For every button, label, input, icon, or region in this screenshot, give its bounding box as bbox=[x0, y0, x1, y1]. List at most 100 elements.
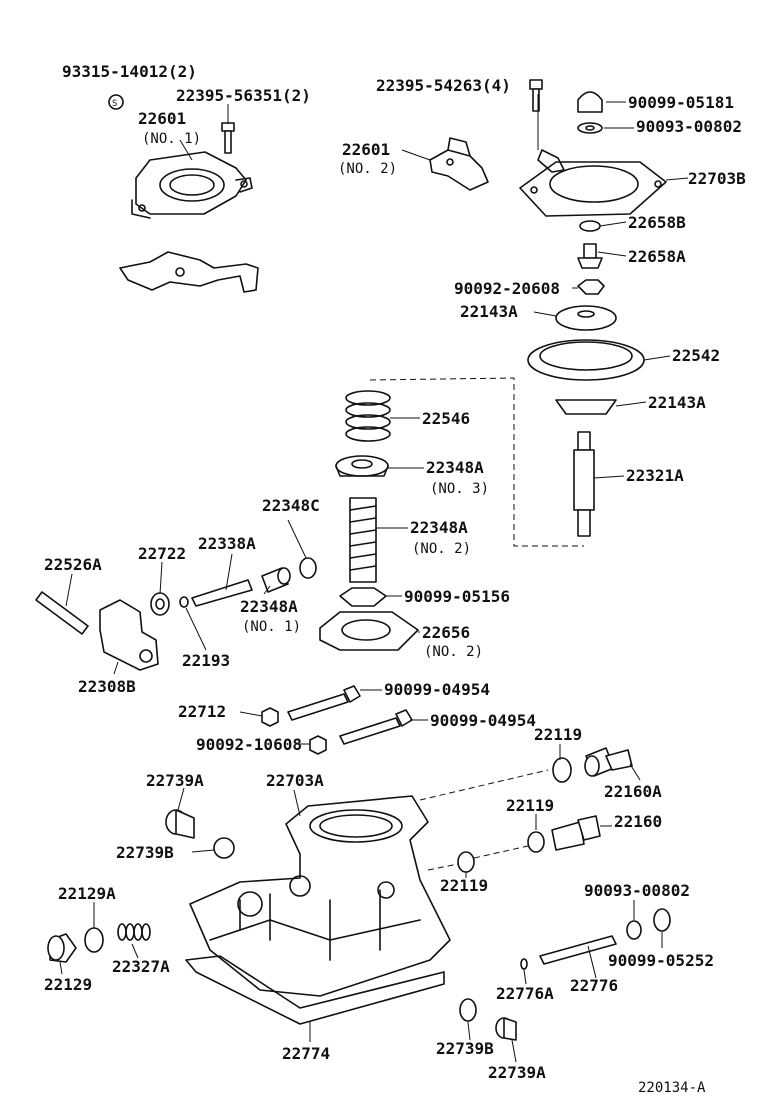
label-22327a: 22327A bbox=[112, 957, 170, 976]
label-22774: 22774 bbox=[282, 1044, 330, 1063]
linkage-plate bbox=[119, 251, 259, 293]
label-22739a-lower: 22739A bbox=[488, 1063, 546, 1082]
retainer-22143a-lower bbox=[555, 399, 617, 415]
label-22348a-no2: 22348A bbox=[410, 518, 468, 537]
worm-gear-22348a-no2 bbox=[349, 497, 377, 583]
label-22776: 22776 bbox=[570, 976, 618, 995]
label-22601-no1: 22601 bbox=[138, 109, 186, 128]
part-labels: 93315-14012(2) 22395-56351(2) 22601 (NO.… bbox=[44, 62, 746, 1096]
label-22601-no2: 22601 bbox=[342, 140, 390, 159]
label-22739b-left: 22739B bbox=[116, 843, 174, 862]
label-22712: 22712 bbox=[178, 702, 226, 721]
label-22129: 22129 bbox=[44, 975, 92, 994]
label-90092-20608: 90092-20608 bbox=[454, 279, 560, 298]
valve-22658a bbox=[577, 243, 603, 269]
diagram-reference-number: 220134-A bbox=[638, 1080, 706, 1096]
screw-22395-56351 bbox=[221, 122, 235, 154]
label-no1-a: (NO. 1) bbox=[142, 131, 201, 147]
washer-22348c bbox=[299, 557, 317, 579]
diaphragm-22542 bbox=[527, 339, 645, 381]
label-22338a: 22338A bbox=[198, 534, 256, 553]
gasket-22119-mid bbox=[527, 831, 545, 853]
plug-22739a-left bbox=[165, 809, 195, 839]
washer-22129a bbox=[84, 927, 104, 953]
nut-90092-10608 bbox=[309, 735, 327, 755]
label-22658a: 22658A bbox=[628, 247, 686, 266]
pin-22526a bbox=[35, 591, 89, 635]
cap-nut-90099-05181 bbox=[577, 91, 603, 134]
label-22348a-no1: 22348A bbox=[240, 597, 298, 616]
housing-22656-no2 bbox=[319, 611, 419, 651]
bolt-90099-04954-lower bbox=[339, 709, 413, 745]
rod-22321a bbox=[573, 431, 595, 537]
diaphragm-cover-22703b bbox=[519, 149, 667, 217]
label-22395-54263: 22395-54263(4) bbox=[376, 76, 511, 95]
standard-part-symbol-label: S bbox=[112, 99, 117, 109]
standard-part-symbol-icon bbox=[108, 94, 124, 110]
screw-22776 bbox=[539, 935, 617, 965]
bracket-22601-no2 bbox=[429, 137, 489, 191]
plug-22739a-lower bbox=[495, 1017, 517, 1041]
bolt-90099-04954-upper bbox=[287, 685, 361, 721]
label-no2-b: (NO. 2) bbox=[412, 541, 471, 557]
gasket-22774 bbox=[185, 955, 445, 1025]
label-93315-14012: 93315-14012(2) bbox=[62, 62, 197, 81]
label-22119-mid: 22119 bbox=[506, 796, 554, 815]
label-no2-a: (NO. 2) bbox=[338, 161, 397, 177]
label-90092-10608: 90092-10608 bbox=[196, 735, 302, 754]
gasket-22119-top bbox=[552, 757, 572, 783]
plug-22129 bbox=[47, 933, 77, 963]
label-22703a: 22703A bbox=[266, 771, 324, 790]
label-90099-05156: 90099-05156 bbox=[404, 587, 510, 606]
label-no3: (NO. 3) bbox=[430, 481, 489, 497]
gasket-22119-lower bbox=[457, 851, 475, 873]
collar-22722 bbox=[150, 592, 170, 616]
o-ring-22776a bbox=[520, 958, 528, 970]
label-22776a: 22776A bbox=[496, 984, 554, 1003]
gear-22348a-no3 bbox=[335, 455, 389, 477]
leader-lines bbox=[59, 94, 689, 1063]
label-22348a-no3: 22348A bbox=[426, 458, 484, 477]
label-22193: 22193 bbox=[182, 651, 230, 670]
nut-90099-05252 bbox=[653, 908, 671, 932]
label-90099-04954-lower: 90099-04954 bbox=[430, 711, 536, 730]
label-22395-56351: 22395-56351(2) bbox=[176, 86, 311, 105]
label-22160a: 22160A bbox=[604, 782, 662, 801]
spring-22327a bbox=[117, 923, 151, 941]
label-22308b: 22308B bbox=[78, 677, 136, 696]
fitting-22160 bbox=[551, 815, 601, 851]
label-22542: 22542 bbox=[672, 346, 720, 365]
label-90093-00802-lower: 90093-00802 bbox=[584, 881, 690, 900]
washer-90093-00802-lower bbox=[626, 920, 642, 940]
label-90099-04954-upper: 90099-04954 bbox=[384, 680, 490, 699]
label-22739a-left: 22739A bbox=[146, 771, 204, 790]
nut-90099-05156 bbox=[339, 587, 387, 607]
bushing-22348a-no1 bbox=[261, 567, 291, 593]
label-22321a: 22321A bbox=[626, 466, 684, 485]
gasket-22739b-left bbox=[213, 837, 235, 859]
retainer-22143a-upper bbox=[555, 305, 617, 331]
label-22348c: 22348C bbox=[262, 496, 320, 515]
label-22703b: 22703B bbox=[688, 169, 746, 188]
fitting-22160a bbox=[584, 747, 633, 777]
label-22119-lower: 22119 bbox=[440, 876, 488, 895]
label-22119-top: 22119 bbox=[534, 725, 582, 744]
assembly-dashed-link bbox=[369, 377, 584, 547]
label-22656: 22656 bbox=[422, 623, 470, 642]
lever-22308b bbox=[99, 599, 159, 671]
label-90093-00802-upper: 90093-00802 bbox=[636, 117, 742, 136]
carburetor-body-22703a bbox=[189, 795, 451, 997]
label-22739b-lower: 22739B bbox=[436, 1039, 494, 1058]
nut-22712 bbox=[261, 707, 279, 727]
label-22143a-lower: 22143A bbox=[648, 393, 706, 412]
gasket-22739b-lower bbox=[459, 998, 477, 1022]
label-22143a-upper: 22143A bbox=[460, 302, 518, 321]
label-90099-05252: 90099-05252 bbox=[608, 951, 714, 970]
label-22658b: 22658B bbox=[628, 213, 686, 232]
label-22160: 22160 bbox=[614, 812, 662, 831]
o-ring-22658b bbox=[579, 220, 601, 232]
screw-22395-54263 bbox=[529, 79, 543, 112]
o-ring-22193 bbox=[179, 596, 189, 608]
label-no2-c: (NO. 2) bbox=[424, 644, 483, 660]
